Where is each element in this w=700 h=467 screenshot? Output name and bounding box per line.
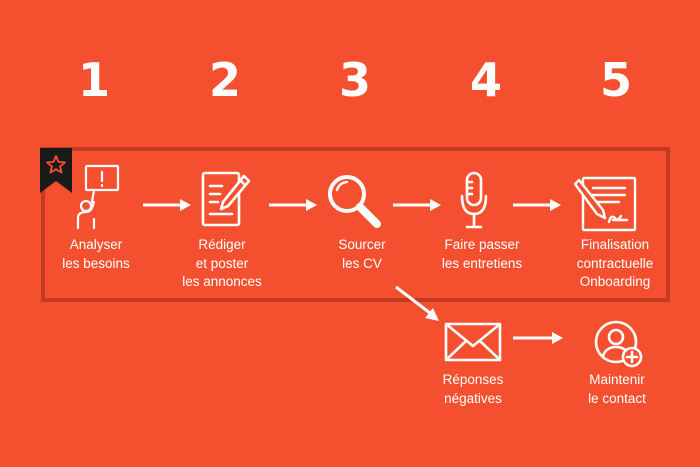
contract-signature-icon [573, 176, 637, 232]
step-number-2: 2 [208, 53, 241, 107]
step-number-4: 4 [469, 53, 502, 107]
step-4-label: Faire passer les entretiens [441, 237, 523, 271]
step-1-label: Analyser les besoins [62, 237, 130, 271]
arrow-negative-replies-to-contact [513, 332, 563, 344]
bookmark-star-icon [40, 148, 72, 193]
step-number-5: 5 [599, 53, 632, 107]
maintain-contact-label: Maintenir le contact [588, 372, 646, 406]
step-number-1: 1 [77, 53, 110, 107]
magnifier-icon [328, 175, 381, 228]
step-number-3: 3 [338, 53, 371, 107]
envelope-icon [444, 322, 502, 362]
document-pen-icon [201, 171, 251, 227]
microphone-icon [460, 171, 488, 229]
add-contact-icon [594, 320, 643, 368]
step-2-label: Rédiger et poster les annonces [182, 237, 262, 289]
arrow-step-4-to-5 [513, 199, 561, 211]
step-5-label: Finalisation contractuelle Onboarding [576, 237, 654, 289]
arrow-step-3-to-4 [393, 199, 441, 211]
arrow-step-2-to-3 [269, 199, 317, 211]
arrow-step-3-to-negative-replies [395, 285, 439, 321]
step-3-label: Sourcer les CV [338, 237, 386, 271]
arrow-step-1-to-2 [143, 199, 191, 211]
person-with-sign-icon [76, 164, 120, 230]
process-frame [41, 147, 670, 302]
negative-replies-label: Réponses négatives [442, 372, 504, 406]
